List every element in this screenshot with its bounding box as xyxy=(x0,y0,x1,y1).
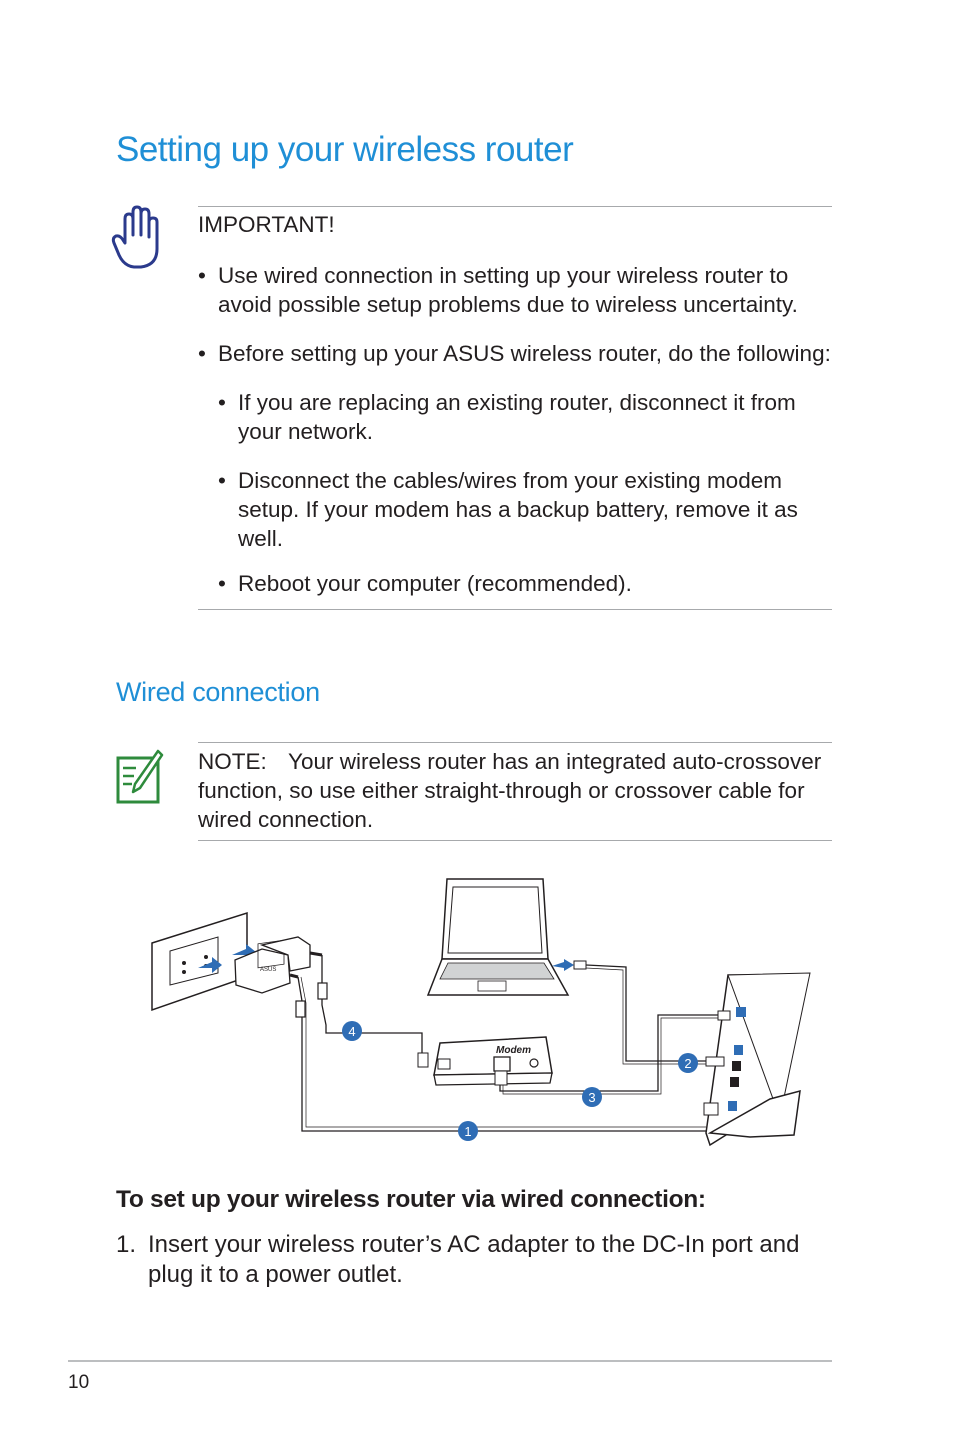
adapter-brand: ASUS xyxy=(260,967,276,973)
bullet-mark: • xyxy=(198,341,206,366)
callout-3 xyxy=(582,1087,602,1107)
callout-3-label: 3 xyxy=(588,1090,595,1105)
bullet-text: Disconnect the cables/wires from your ex… xyxy=(238,468,798,551)
bullet-text: Use wired connection in setting up your … xyxy=(218,263,798,317)
note-label: NOTE: xyxy=(198,749,267,774)
laptop-icon xyxy=(426,878,570,996)
important-bullet-1: • Use wired connection in setting up you… xyxy=(198,261,818,319)
note-text: Your wireless router has an integrated a… xyxy=(198,749,822,832)
steps-heading: To set up your wireless router via wired… xyxy=(116,1186,706,1213)
important-heading: IMPORTANT! xyxy=(198,212,335,237)
note-bottom-rule xyxy=(198,840,832,841)
wired-connection-diagram: ASUS Modem xyxy=(150,875,820,1150)
modem-label: Modem xyxy=(496,1045,531,1056)
callout-4-label: 4 xyxy=(348,1024,355,1039)
step-text: Insert your wireless router’s AC adapter… xyxy=(148,1231,800,1288)
important-sub-bullet-2: • Disconnect the cables/wires from your … xyxy=(218,466,808,553)
bullet-text: Reboot your computer (recommended). xyxy=(238,571,632,596)
bullet-mark: • xyxy=(198,263,206,288)
callout-1-label: 1 xyxy=(464,1124,471,1139)
bullet-mark: • xyxy=(218,390,226,415)
callout-2 xyxy=(678,1053,698,1073)
callout-4 xyxy=(342,1021,362,1041)
important-bullet-2: • Before setting up your ASUS wireless r… xyxy=(198,339,838,368)
note-top-rule xyxy=(198,742,832,743)
section-title: Wired connection xyxy=(116,677,320,707)
important-top-rule xyxy=(198,206,832,207)
page-title: Setting up your wireless router xyxy=(116,130,574,169)
callout-2-label: 2 xyxy=(684,1056,691,1071)
bullet-text: Before setting up your ASUS wireless rou… xyxy=(218,341,831,366)
step-1: 1. Insert your wireless router’s AC adap… xyxy=(116,1230,816,1290)
page-number: 10 xyxy=(68,1372,90,1393)
bullet-text: If you are replacing an existing router,… xyxy=(238,390,796,444)
important-bottom-rule xyxy=(198,609,832,610)
bullet-mark: • xyxy=(218,571,226,596)
important-sub-bullet-1: • If you are replacing an existing route… xyxy=(218,388,808,446)
step-number: 1. xyxy=(116,1231,137,1258)
power-adapter-icon: ASUS xyxy=(234,936,323,994)
note-pencil-icon xyxy=(114,748,164,806)
note-block: NOTE:Your wireless router has an integra… xyxy=(198,747,828,834)
footer-rule xyxy=(68,1360,832,1362)
modem-icon: Modem xyxy=(433,1036,553,1086)
bullet-mark: • xyxy=(218,468,226,493)
callout-1 xyxy=(458,1121,478,1141)
hand-stop-icon xyxy=(110,205,162,271)
important-sub-bullet-3: • Reboot your computer (recommended). xyxy=(218,569,808,598)
